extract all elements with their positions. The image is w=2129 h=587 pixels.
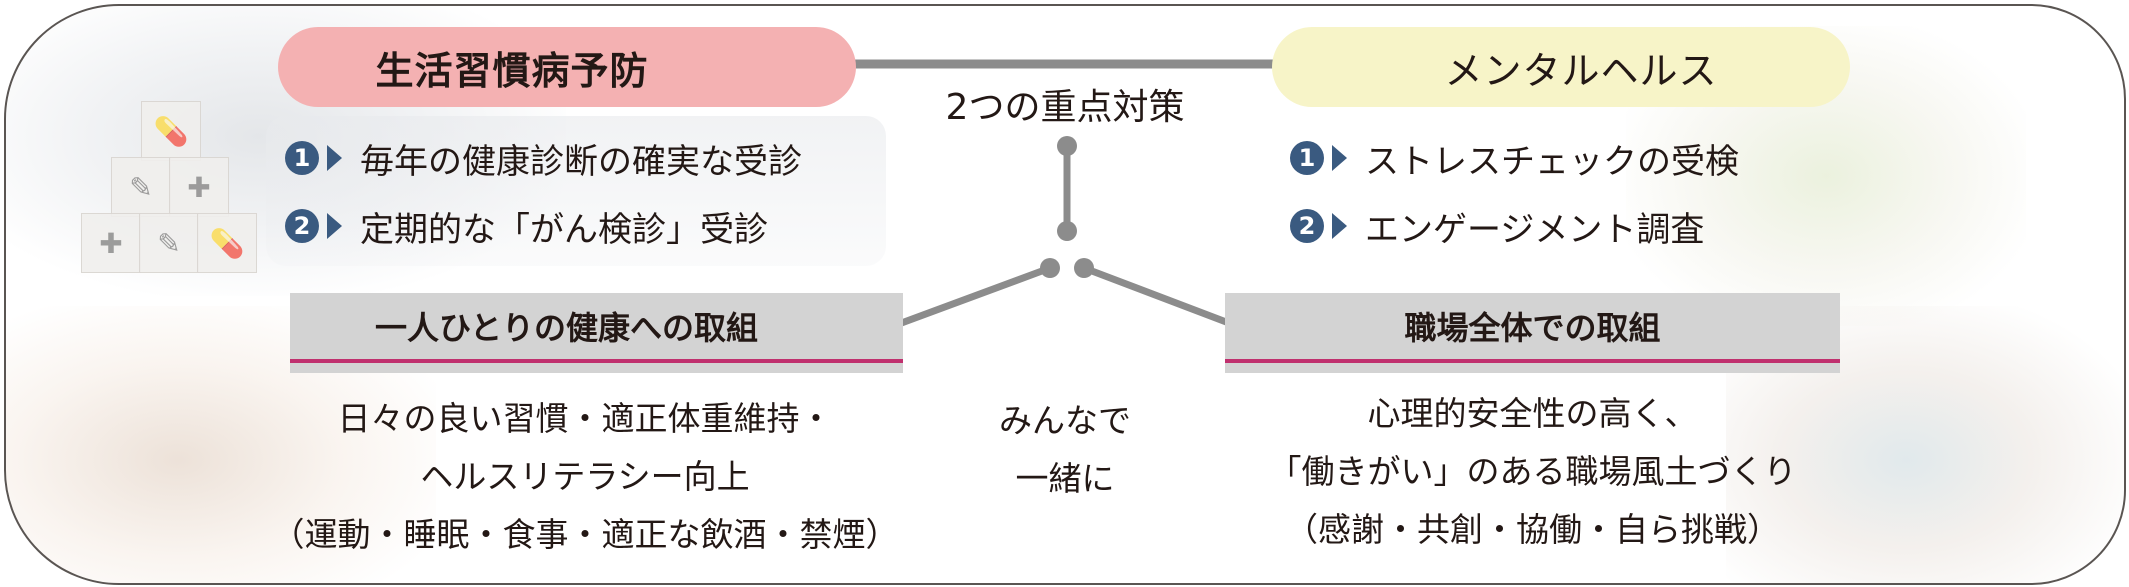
lifestyle-disease-prevention-header: 生活習慣病予防 bbox=[278, 27, 856, 107]
workplace-title: 職場全体での取組 bbox=[1404, 309, 1661, 347]
workplace-efforts-header: 職場全体での取組 bbox=[1225, 293, 1840, 373]
list-item-text: 毎年の健康診断の確実な受診 bbox=[360, 141, 802, 182]
arrow-right-icon bbox=[327, 213, 342, 239]
description-line: （感謝・共創・協働・自ら挑戦） bbox=[1285, 510, 1780, 549]
mental-list: 1 ストレスチェックの受検 2 エンゲージメント調査 bbox=[1290, 130, 1739, 266]
list-item-text: 定期的な「がん検診」受診 bbox=[360, 209, 768, 250]
list-item: 2 エンゲージメント調査 bbox=[1290, 198, 1739, 254]
medical-cross-icon: ✚ bbox=[169, 157, 229, 217]
individual-description: 日々の良い習慣・適正体重維持・ ヘルスリテラシー向上 （運動・睡眠・食事・適正な… bbox=[270, 390, 900, 564]
together-line: 一緒に bbox=[1015, 459, 1115, 498]
description-line: （運動・睡眠・食事・適正な飲酒・禁煙） bbox=[271, 515, 899, 554]
description-line: 心理的安全性の高く、 bbox=[1367, 394, 1698, 433]
syringe-icon: ✎ bbox=[111, 157, 171, 217]
accent-underline bbox=[1225, 359, 1840, 363]
list-item: 1 毎年の健康診断の確実な受診 bbox=[285, 130, 802, 186]
workplace-description: 心理的安全性の高く、 「働きがい」のある職場風土づくり （感謝・共創・協働・自ら… bbox=[1225, 385, 1840, 559]
accent-underline bbox=[290, 359, 903, 363]
syringe-icon: ✎ bbox=[139, 213, 199, 273]
description-line: ヘルスリテラシー向上 bbox=[420, 457, 750, 496]
arrow-right-icon bbox=[1332, 213, 1347, 239]
arrow-right-icon bbox=[1332, 145, 1347, 171]
description-line: 日々の良い習慣・適正体重維持・ bbox=[337, 399, 833, 438]
mental-title: メンタルヘルス bbox=[1444, 48, 1718, 93]
capsule-icon: 💊 bbox=[197, 213, 257, 273]
description-line: 「働きがい」のある職場風土づくり bbox=[1268, 452, 1797, 491]
mental-health-header: メンタルヘルス bbox=[1272, 27, 1850, 107]
medicine-blocks-image: 💊 ✎ ✚ ✚ ✎ 💊 bbox=[81, 101, 261, 273]
medical-cross-icon: ✚ bbox=[81, 213, 141, 273]
lifestyle-list: 1 毎年の健康診断の確実な受診 2 定期的な「がん検診」受診 bbox=[285, 130, 802, 266]
together-caption: みんなで 一緒に bbox=[960, 392, 1170, 508]
individual-efforts-header: 一人ひとりの健康への取組 bbox=[290, 293, 903, 373]
number-1-icon: 1 bbox=[285, 141, 319, 175]
list-item: 1 ストレスチェックの受検 bbox=[1290, 130, 1739, 186]
number-2-icon: 2 bbox=[285, 209, 319, 243]
number-1-icon: 1 bbox=[1290, 141, 1324, 175]
center-title: 2つの重点対策 bbox=[945, 87, 1185, 128]
lifestyle-title: 生活習慣病予防 bbox=[375, 48, 649, 93]
list-item: 2 定期的な「がん検診」受診 bbox=[285, 198, 802, 254]
individual-title: 一人ひとりの健康への取組 bbox=[374, 309, 759, 347]
list-item-text: エンゲージメント調査 bbox=[1365, 209, 1705, 250]
arrow-right-icon bbox=[327, 145, 342, 171]
list-item-text: ストレスチェックの受検 bbox=[1365, 141, 1739, 182]
together-line: みんなで bbox=[999, 401, 1131, 440]
number-2-icon: 2 bbox=[1290, 209, 1324, 243]
capsule-icon: 💊 bbox=[141, 101, 201, 161]
